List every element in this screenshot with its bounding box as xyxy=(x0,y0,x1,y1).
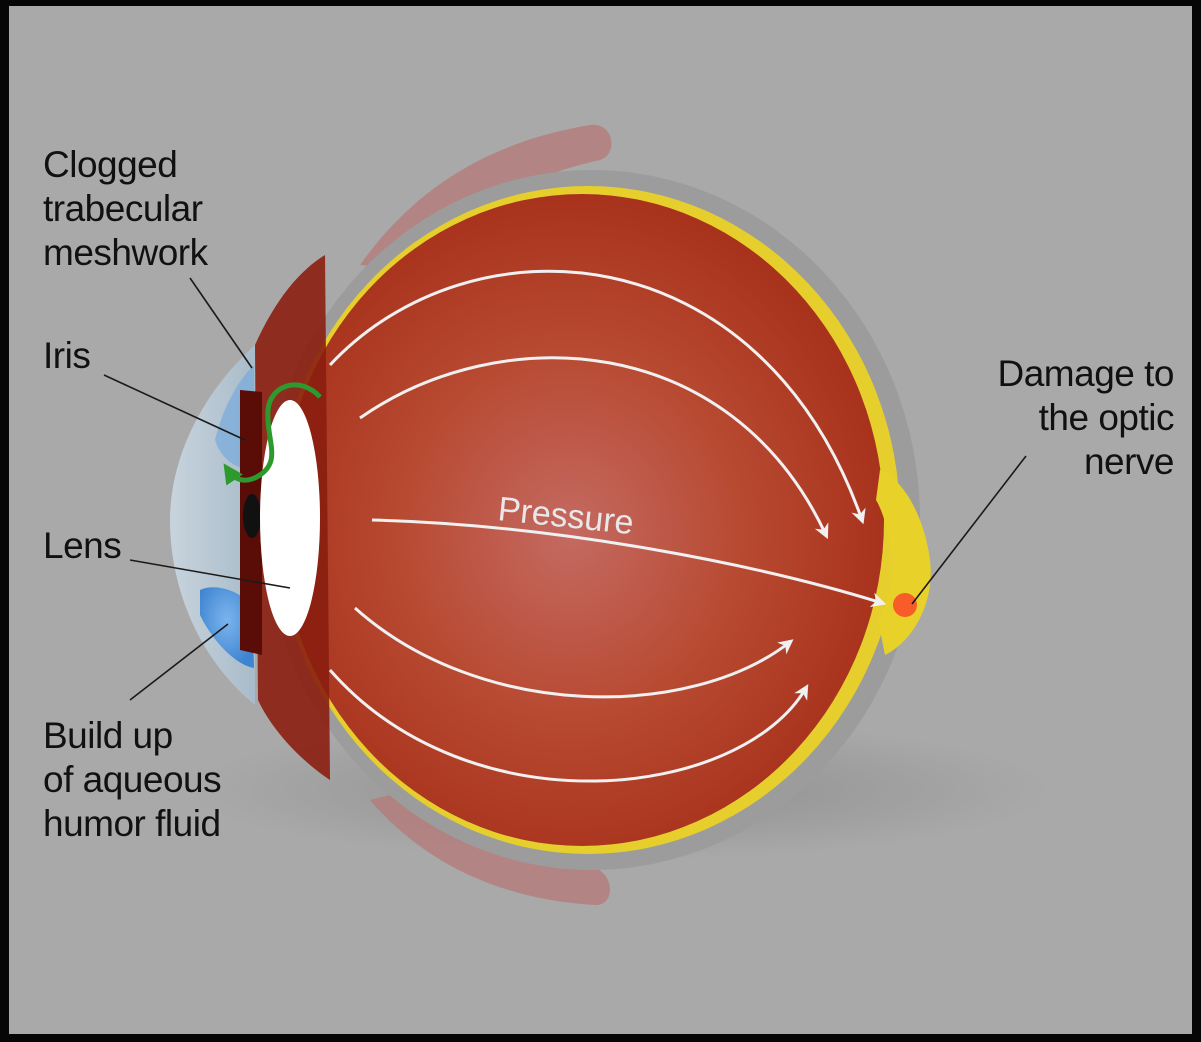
label-line: Build up xyxy=(43,714,221,758)
label-line: nerve xyxy=(998,440,1175,484)
label-line: Lens xyxy=(43,524,121,568)
label-line: trabecular xyxy=(43,187,208,231)
optic-nerve-damage xyxy=(893,593,917,617)
leader-fluid xyxy=(130,624,228,700)
label-line: Iris xyxy=(43,334,90,378)
leader-trabecular xyxy=(190,278,252,368)
label-lens: Lens xyxy=(43,524,121,568)
label-line: Damage to xyxy=(998,352,1175,396)
label-clogged-trabecular-meshwork: Clogged trabecular meshwork xyxy=(43,143,208,275)
label-line: meshwork xyxy=(43,231,208,275)
label-build-up-aqueous-humor: Build up of aqueous humor fluid xyxy=(43,714,221,846)
label-line: the optic xyxy=(998,396,1175,440)
label-line: of aqueous xyxy=(43,758,221,802)
label-iris: Iris xyxy=(43,334,90,378)
label-damage-optic-nerve: Damage to the optic nerve xyxy=(998,352,1175,484)
pupil xyxy=(243,494,261,538)
label-line: Clogged xyxy=(43,143,208,187)
label-line: humor fluid xyxy=(43,802,221,846)
